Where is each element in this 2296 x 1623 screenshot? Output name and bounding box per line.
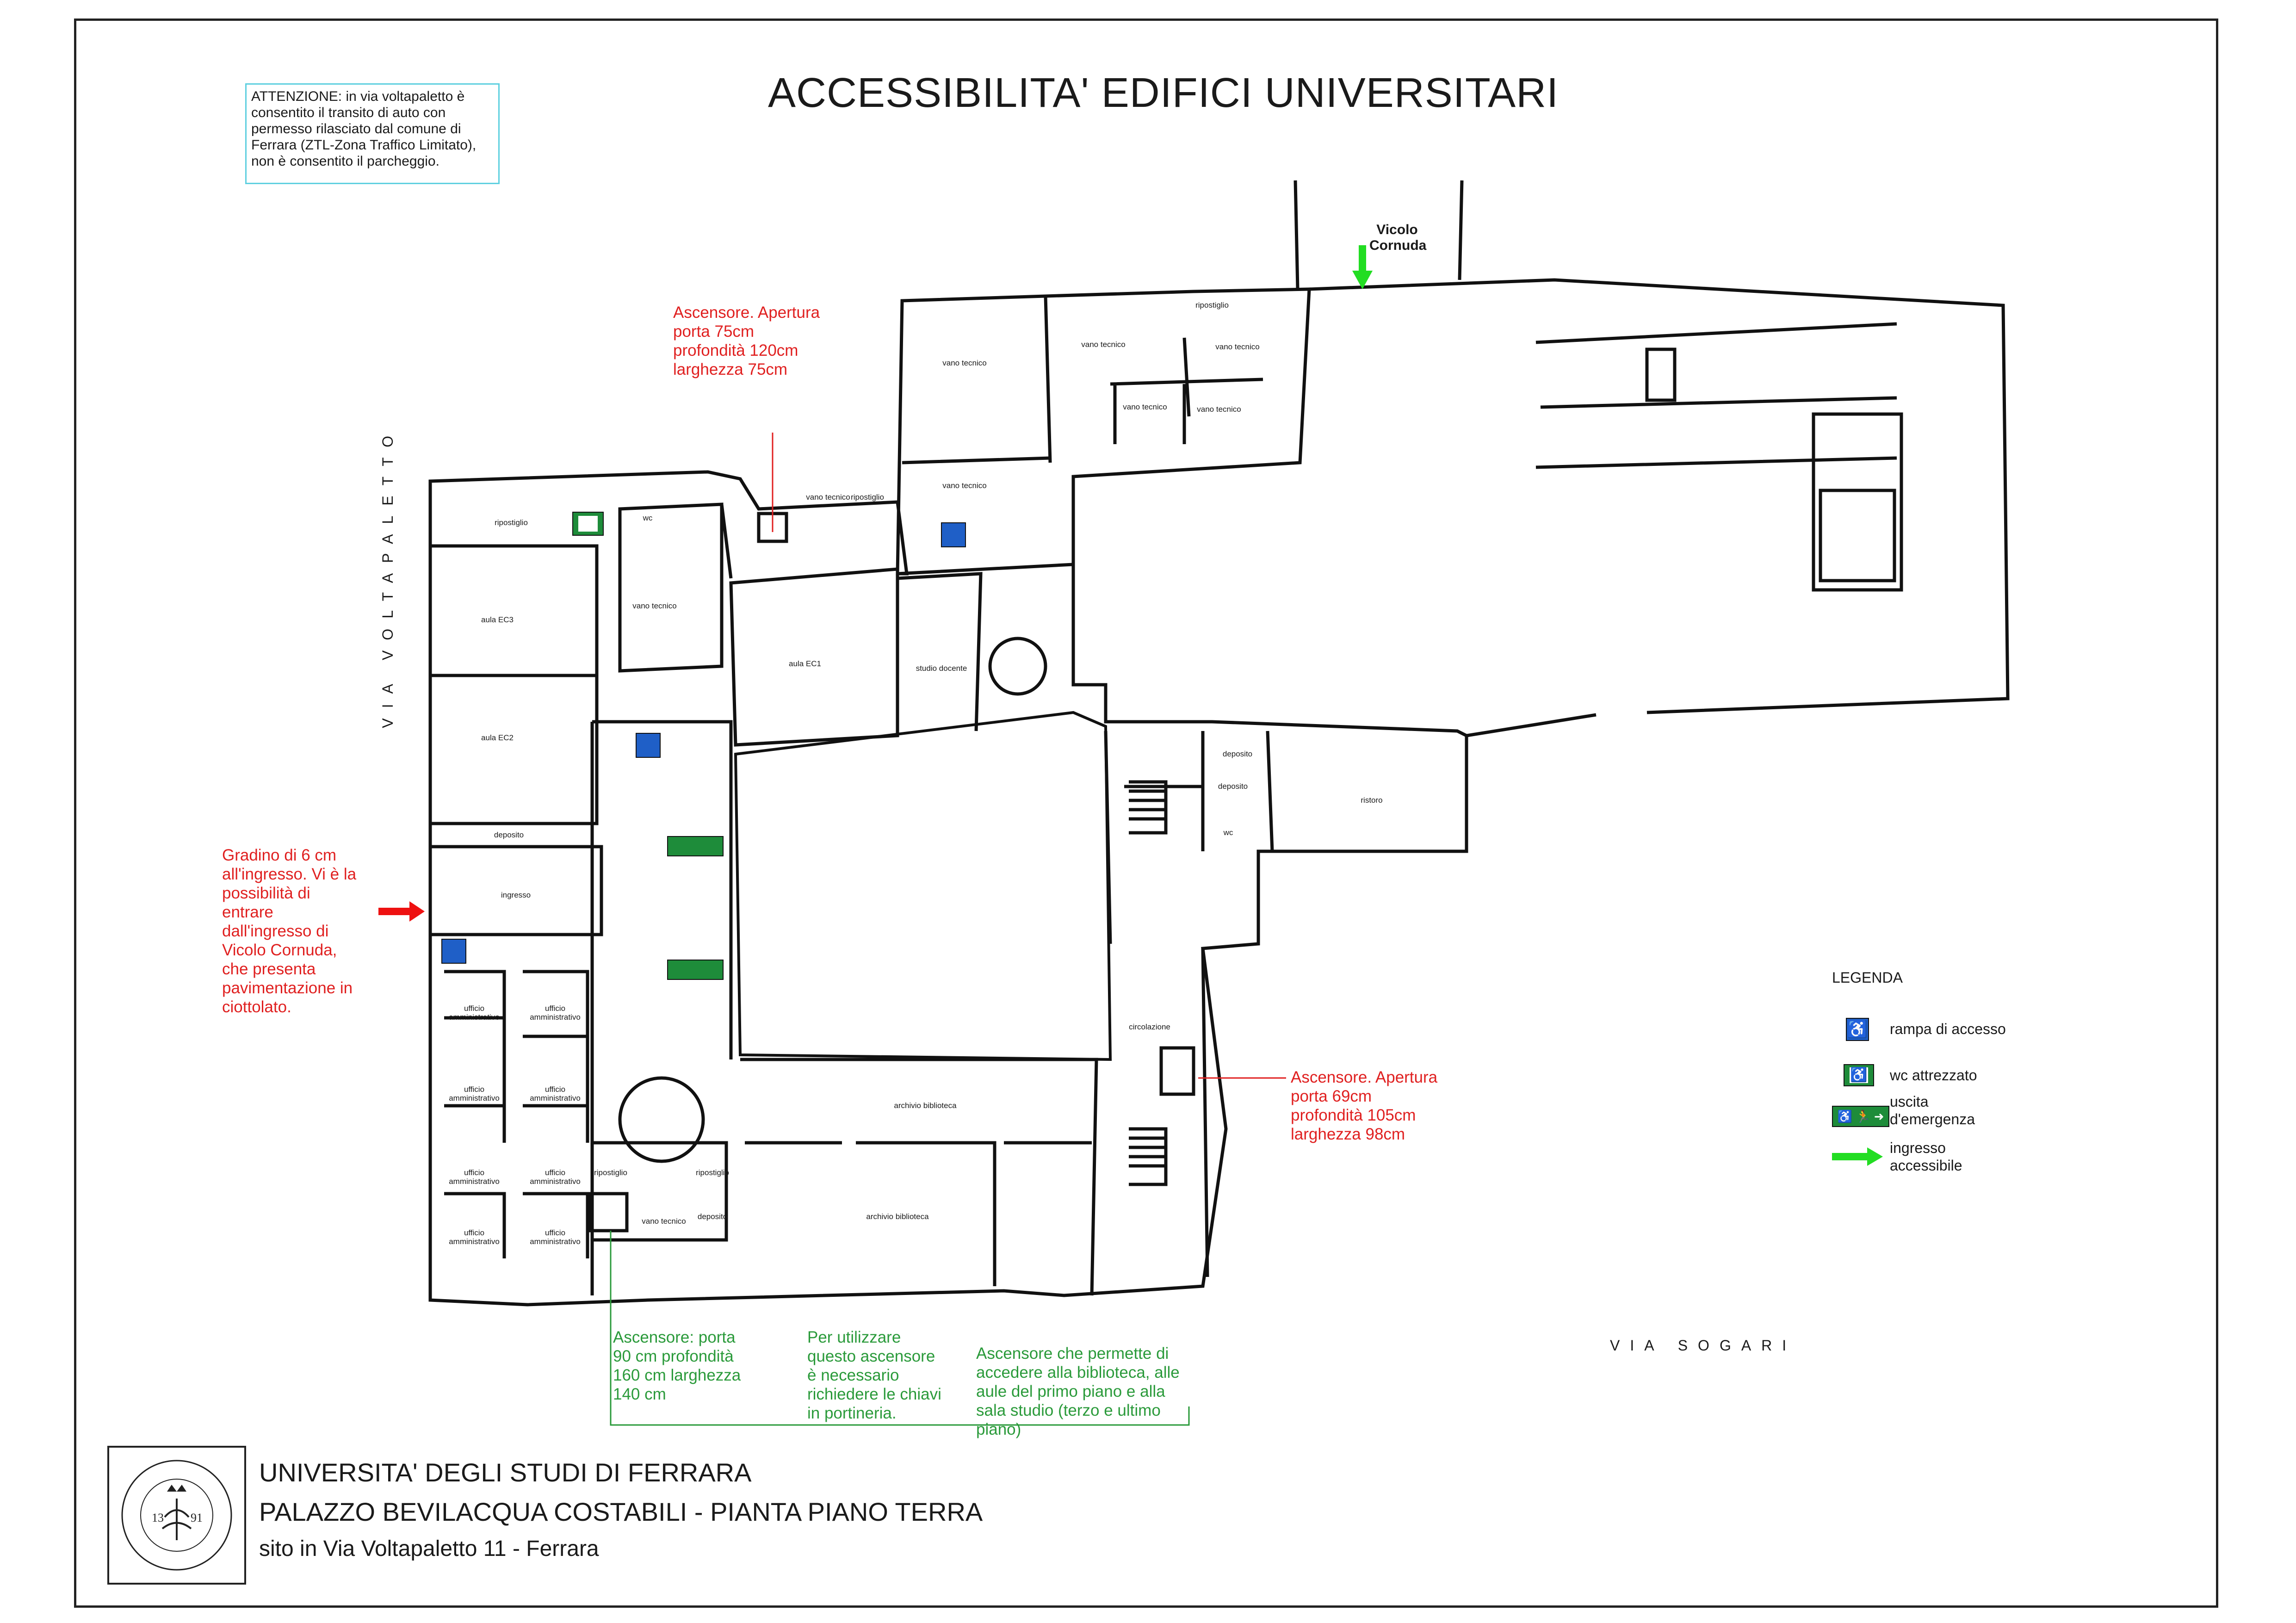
legend-title: LEGENDA [1832, 969, 1903, 986]
university-seal-logo: 13 91 [107, 1446, 246, 1585]
east-wing [1309, 278, 2010, 737]
ztl-notice: ATTENZIONE: in via voltapaletto è consen… [245, 83, 500, 184]
room-deposito-3: deposito [1222, 750, 1253, 758]
room-ufficio-8: ufficio amministrativo [530, 1228, 581, 1246]
room-archivio-biblioteca-1: archivio biblioteca [894, 1101, 957, 1110]
room-studio-docente: studio docente [916, 664, 967, 673]
room-circolazione: circolazione [1129, 1022, 1170, 1031]
lift-right-note: Ascensore. Apertura porta 69cm profondit… [1291, 1068, 1438, 1143]
room-vano-tecnico-2: vano tecnico [942, 359, 987, 367]
accessible-wc-icon: ♿ [1844, 1064, 1874, 1086]
room-vano-tecnico-1: vano tecnico [632, 601, 677, 610]
page-frame [74, 19, 2218, 1608]
lift-top-note: Ascensore. Apertura porta 75cm profondit… [673, 304, 820, 378]
room-ripostiglio-5: ripostiglio [696, 1168, 729, 1177]
main-entrance-arrow [378, 901, 425, 922]
building-outline [428, 287, 1468, 1307]
room-deposito-4: deposito [1218, 782, 1248, 791]
room-ripostiglio-2: ripostiglio [851, 493, 884, 502]
room-archivio-biblioteca-2: archivio biblioteca [866, 1212, 929, 1221]
room-wc: wc [643, 514, 653, 522]
room-ristoro: ristoro [1361, 796, 1383, 805]
room-vano-tecnico-8: vano tecnico [806, 493, 850, 502]
accessible-entrance-arrow [1352, 245, 1373, 289]
room-ufficio-7: ufficio amministrativo [449, 1228, 500, 1246]
room-ufficio-4: ufficio amministrativo [530, 1085, 581, 1103]
legend-wc: wc attrezzato [1890, 1067, 1977, 1084]
room-ripostiglio: ripostiglio [495, 518, 528, 527]
street-via-sogari: VIA SOGARI [1610, 1337, 1797, 1354]
room-ingresso: ingresso [501, 891, 531, 899]
room-wc-2: wc [1223, 828, 1233, 837]
room-vano-tecnico-3: vano tecnico [1081, 340, 1126, 349]
street-vicolo-cornuda: Vicolo Cornuda [1369, 222, 1427, 253]
entrance-step-note: Gradino di 6 cm all'ingresso. Vi è la po… [222, 846, 357, 1016]
room-vano-tecnico-9: vano tecnico [642, 1217, 686, 1226]
street-via-voltapaletto: VIA VOLTAPALETTO [379, 426, 396, 728]
courtyard [734, 711, 1112, 1061]
room-aula-ec1: aula EC1 [789, 659, 821, 668]
footer-address: sito in Via Voltapaletto 11 - Ferrara [259, 1536, 599, 1561]
footer-university: UNIVERSITA' DEGLI STUDI DI FERRARA [259, 1458, 752, 1487]
wheelchair-ramp-icon [441, 522, 966, 964]
room-ufficio-1: ufficio amministrativo [449, 1004, 500, 1022]
room-ufficio-6: ufficio amministrativo [530, 1168, 581, 1186]
accessible-wc-icon [572, 512, 604, 536]
svg-text:13: 13 [152, 1511, 164, 1524]
legend-ramp: rampa di accesso [1890, 1021, 2006, 1037]
wheelchair-ramp-icon: ♿ [1846, 1018, 1869, 1041]
room-vano-tecnico-7: vano tecnico [942, 481, 987, 490]
room-vano-tecnico-5: vano tecnico [1123, 403, 1167, 411]
room-ufficio-3: ufficio amministrativo [449, 1085, 500, 1103]
lift-bottom-note: Ascensore: porta 90 cm profondità 160 cm… [613, 1328, 741, 1403]
svg-text:91: 91 [191, 1511, 203, 1524]
room-ripostiglio-3: ripostiglio [1195, 301, 1229, 310]
room-vano-tecnico-6: vano tecnico [1197, 405, 1241, 414]
legend-exit: uscita d'emergenza [1890, 1093, 1975, 1127]
page-title: ACCESSIBILITA' EDIFICI UNIVERSITARI [768, 70, 1559, 116]
room-ufficio-2: ufficio amministrativo [530, 1004, 581, 1022]
room-deposito: deposito [494, 830, 524, 839]
room-ripostiglio-4: ripostiglio [594, 1168, 627, 1177]
library-lift-note: Ascensore che permette di accedere alla … [976, 1344, 1180, 1438]
emergency-exit-icon: ♿ 🏃 ➜ [1832, 1106, 1889, 1127]
room-vano-tecnico-4: vano tecnico [1215, 342, 1260, 351]
emergency-exit-icon [667, 836, 724, 980]
legend-accessible-entrance: ingresso accessibile [1890, 1140, 1962, 1174]
room-ufficio-5: ufficio amministrativo [449, 1168, 500, 1186]
room-aula-ec2: aula EC2 [481, 733, 514, 742]
room-deposito-2: deposito [697, 1212, 728, 1221]
green-arrow-icon [1832, 1147, 1883, 1166]
room-aula-ec3: aula EC3 [481, 615, 514, 624]
footer-building: PALAZZO BEVILACQUA COSTABILI - PIANTA PI… [259, 1497, 983, 1526]
lift-keys-note: Per utilizzare questo ascensore è necess… [807, 1328, 941, 1422]
